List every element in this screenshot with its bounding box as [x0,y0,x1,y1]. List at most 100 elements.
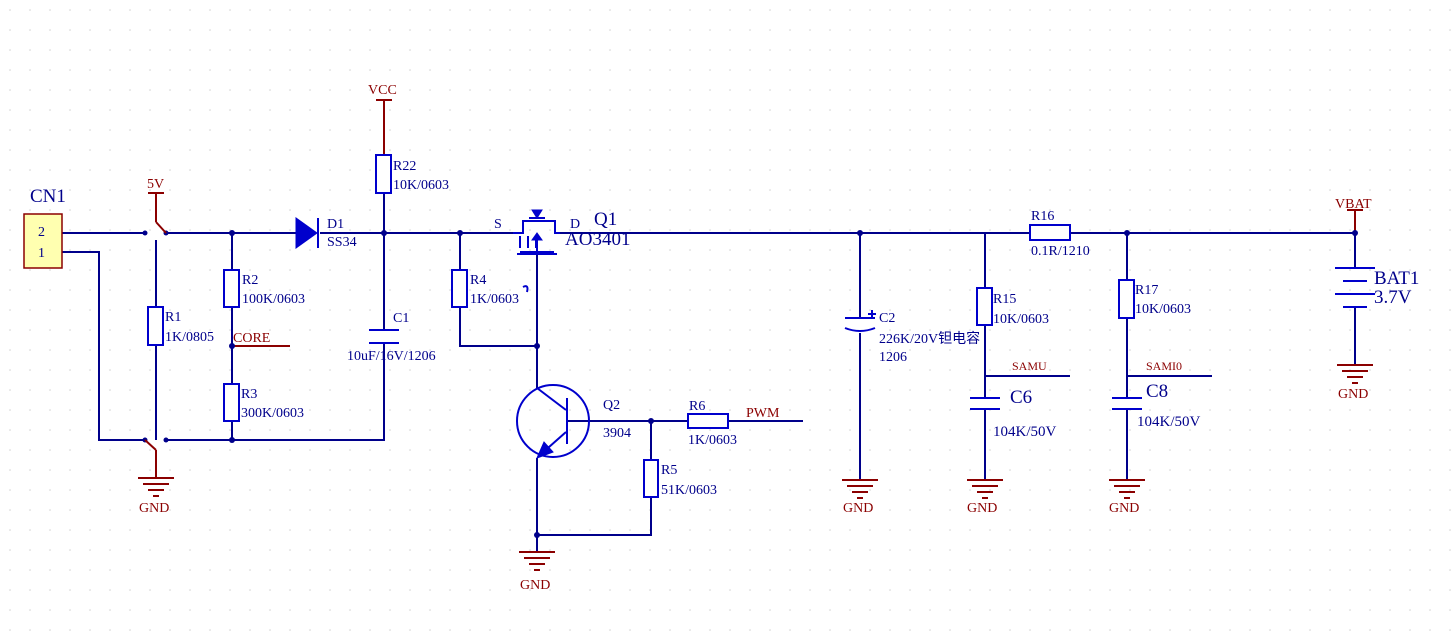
port-vbat: VBAT [1335,197,1372,212]
net-sami0-label: SAMI0 [1146,359,1182,373]
r6-body [687,413,729,429]
r15-designator: R15 [993,292,1016,307]
gnd-bars [138,477,174,497]
c2-plate-bot [844,327,876,332]
r5-body [643,459,659,498]
gnd-bars [1337,364,1373,384]
junction-dot [229,230,235,236]
r16-body [1029,224,1071,241]
port-5v-label: 5V [147,177,164,192]
c8-value: 104K/50V [1137,414,1201,430]
c2-value: 226K/20V钽电容 [879,330,980,347]
transistor-q2[interactable]: Q2 3904 [516,384,631,459]
resistor-r15[interactable]: R15 10K/0603 [976,287,1049,327]
q1-gate-hook [522,285,529,293]
r3-designator: R3 [241,387,257,402]
c1-designator: C1 [393,311,409,326]
r22-designator: R22 [393,159,416,174]
c8-plates [1112,397,1142,410]
junctions [142,230,1358,538]
resistor-r2[interactable]: R2 100K/0603 [223,269,305,308]
battery-bat1[interactable]: BAT1 3.7V [1335,267,1419,308]
r5-value: 51K/0603 [661,483,717,498]
junction-dot [163,437,169,443]
r3-body [223,383,240,422]
q1-arrow [531,232,543,241]
r1-designator: R1 [165,310,181,325]
c8-designator: C8 [1146,381,1168,402]
switch-gnd-diag [144,439,157,451]
wire-r4-col [459,233,537,347]
diode-d1[interactable]: D1 SS34 [295,217,357,250]
c1-plates [369,329,399,344]
r6-value: 1K/0603 [688,433,737,448]
r2-designator: R2 [242,273,258,288]
q1-diode-tri [531,209,543,219]
gnd-bars [842,479,878,499]
port-vbat-label: VBAT [1335,197,1372,212]
resistor-r16[interactable]: R16 0.1R/1210 [1029,209,1090,259]
junction-dot [1124,230,1130,236]
gnd-label: GND [1109,501,1139,516]
r4-body [451,269,468,308]
capacitor-c1[interactable]: C1 10uF/16V/1206 [347,311,436,364]
q2-value: 3904 [603,426,631,441]
switch-crossings [144,221,167,451]
connector-cn1[interactable]: CN1 2 1 [23,186,66,269]
c6-designator: C6 [1010,387,1032,408]
junction-dot [457,230,463,236]
cn1-designator: CN1 [30,186,66,207]
port-vcc-label: VCC [368,83,397,98]
resistor-r6[interactable]: R6 1K/0603 [687,399,737,448]
gnd-label: GND [1338,387,1368,402]
resistor-r4[interactable]: R4 1K/0603 [451,269,519,308]
capacitor-c8[interactable]: C8 104K/50V [1112,381,1201,430]
q1-designator: Q1 [594,209,617,230]
cn1-pin-2: 2 [38,225,45,240]
r4-designator: R4 [470,273,486,288]
r1-value: 1K/0805 [165,330,214,345]
capacitor-c2[interactable]: C2 226K/20V钽电容 1206 [844,310,980,365]
mosfet-q1[interactable]: S D Q1 AO3401 [494,209,630,293]
capacitor-c6[interactable]: C6 104K/50V [970,387,1057,440]
wire-gnd-return [166,343,385,441]
switch-5v-diag [155,221,167,234]
junction-dot [142,230,148,236]
r17-value: 10K/0603 [1135,302,1191,317]
q2-designator: Q2 [603,398,620,413]
r1-body [147,306,164,346]
resistor-r3[interactable]: R3 300K/0603 [223,383,304,422]
c6-value: 104K/50V [993,424,1057,440]
resistor-r17[interactable]: R17 10K/0603 [1118,279,1191,319]
q2-emitter-arrow [536,441,554,459]
net-samu-label: SAMU [1012,359,1047,373]
junction-dot [229,343,235,349]
ground-symbol-c6: GND [967,479,1003,516]
resistor-r1[interactable]: R1 1K/0805 [147,306,214,346]
r4-value: 1K/0603 [470,292,519,307]
wire-q2-emitter [536,458,652,536]
bat1-designator: BAT1 [1374,268,1419,289]
q2-collector [536,387,567,411]
c2-package: 1206 [879,350,907,365]
resistor-r22[interactable]: R22 10K/0603 [375,154,449,194]
port-vcc: VCC [368,83,397,101]
q1-drain-pin: D [570,217,580,232]
resistor-r5[interactable]: R5 51K/0603 [643,459,717,498]
d1-triangle [295,217,318,249]
q1-drain-source-leads [513,220,560,234]
r17-designator: R17 [1135,283,1158,298]
gnd-bars [1109,479,1145,499]
r5-designator: R5 [661,463,677,478]
r15-value: 10K/0603 [993,312,1049,327]
r16-value: 0.1R/1210 [1031,244,1090,259]
q2-envelope [516,384,590,458]
junction-dot [534,343,540,349]
ground-symbol-c8: GND [1109,479,1145,516]
net-pwm-label: PWM [746,406,780,421]
gnd-bars [519,551,555,571]
gnd-label: GND [520,578,550,593]
r22-body [375,154,392,194]
